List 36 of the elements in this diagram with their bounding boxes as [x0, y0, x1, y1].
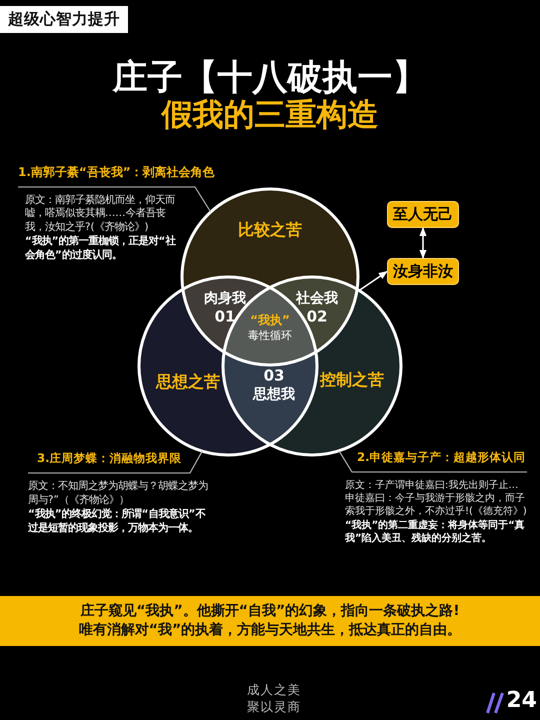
region-number: 02 [306, 308, 328, 326]
arrow [358, 270, 388, 292]
quote-text: 原文：子产谓申徒嘉曰:我先出则子止…申徒嘉曰：今子与我游于形骸之内，而子索我于形骸之外，不亦过乎!(《德充符》) [345, 479, 527, 518]
section-heading: 1.南郭子綦“吾丧我”：剥离社会角色 [18, 164, 215, 181]
quote-text: 原文：不知周之梦为胡蝶与？胡蝶之梦为周与?”（《齐物论》） [28, 480, 208, 507]
commentary-text: “我执”的终极幻觉：所谓“自我意识”不过是短暂的现象投影，万物本为一体。 [28, 508, 206, 535]
footer-text: 聚以灵商 [247, 699, 301, 715]
region-label: 肉身我 [204, 290, 246, 308]
concept-box: 至人无己 [387, 201, 459, 228]
banner-text: 庄子窥见“我执”。他撕开“自我”的幻象，指向一条破执之路! [80, 602, 460, 621]
section-heading: 3.庄周梦蝶：消融物我界限 [37, 450, 182, 467]
concept-box: 汝身非汝 [387, 258, 459, 285]
footer-text: 成人之美 [247, 682, 301, 698]
region-label: 毒性循环 [248, 328, 292, 343]
conclusion-banner [0, 596, 540, 646]
leader-line [18, 186, 212, 212]
leader-line [28, 450, 203, 474]
section-heading: 2.申徒嘉与子产：超越形体认同 [357, 449, 526, 466]
page-number: 24 [506, 688, 537, 714]
series-tag: 超级心智力提升 [0, 6, 128, 33]
circle-label: 控制之苦 [320, 370, 384, 390]
region-number: 01 [214, 308, 236, 326]
quote-text: 原文：南郭子綦隐机而坐，仰天而嘘，嗒焉似丧其耦……今者吾丧我，汝知之乎?(《齐物论》) [25, 194, 176, 234]
region-number: 03 [264, 366, 284, 386]
commentary-text: “我执”的第二重虚妄：将身体等同于“真我”陷入美丑、残缺的分别之苦。 [345, 519, 526, 545]
arrow [419, 227, 427, 259]
subtitle: 假我的三重构造 [162, 97, 378, 133]
region-label: “我执” [250, 313, 290, 328]
banner-text: 唯有消解对“我”的执着，方能与天地共生，抵达真正的自由。 [78, 621, 462, 640]
region-label: 社会我 [296, 290, 338, 308]
region-label: 思想我 [253, 386, 295, 404]
circle-label: 思想之苦 [156, 372, 220, 392]
title: 庄子【十八破执一】 [112, 58, 428, 98]
commentary-text: “我执”的第一重枷锁，正是对“社会角色”的过度认同。 [25, 235, 177, 262]
circle-label: 比较之苦 [238, 220, 302, 240]
leader-line [338, 450, 527, 473]
